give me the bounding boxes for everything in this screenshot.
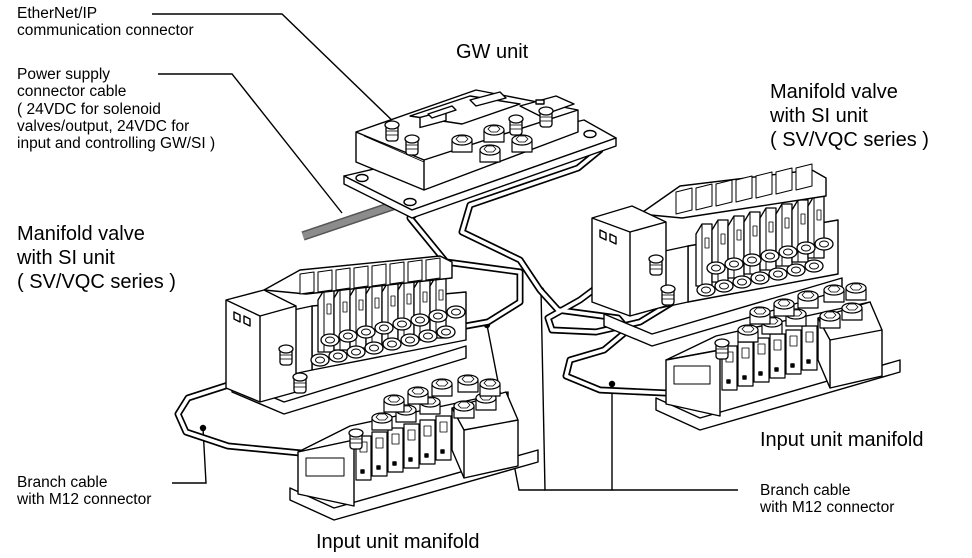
gw-unit-label: GW unit: [456, 41, 529, 63]
left-branch-line-2: with M12 connector: [17, 491, 152, 509]
power-label-line-5: input and controlling GW/SI ): [17, 135, 216, 153]
left-manifold-valve-illustration: [225, 255, 467, 415]
right-manifold-valve-label: Manifold valve with SI unit ( SV/VQC ser…: [770, 80, 929, 152]
right-branch-cable-label: Branch cable with M12 connector: [760, 482, 894, 517]
right-input-unit-manifold-illustration: [655, 282, 901, 431]
left-mv-line-2: with SI unit: [17, 247, 115, 269]
left-branch-cable-label: Branch cable with M12 connector: [17, 474, 151, 509]
bottom-input-manifold-label: Input unit manifold: [316, 531, 480, 553]
left-manifold-valve-label: Manifold valve with SI unit ( SV/VQC ser…: [17, 222, 176, 294]
ethernet-label-line-2: communication connector: [17, 22, 194, 40]
right-branch-line-2: with M12 connector: [760, 499, 895, 517]
power-label-line-1: Power supply: [17, 66, 111, 83]
right-mv-line-3: ( SV/VQC series ): [770, 129, 929, 151]
power-supply-label: Power supply connector cable ( 24VDC for…: [17, 66, 215, 153]
right-mv-line-1: Manifold valve: [770, 81, 898, 103]
right-input-manifold-label: Input unit manifold: [760, 429, 924, 451]
power-label-line-2: connector cable: [17, 83, 127, 101]
left-branch-line-1: Branch cable: [17, 474, 108, 491]
right-branch-line-1: Branch cable: [760, 482, 851, 499]
left-mv-line-3: ( SV/VQC series ): [17, 271, 176, 293]
left-mv-line-1: Manifold valve: [17, 223, 145, 245]
gw-unit-illustration: [343, 89, 617, 219]
bottom-input-unit-manifold-illustration: [289, 374, 539, 521]
ethernet-label-line-1: EtherNet/IP: [17, 5, 98, 22]
ethernet-connector-label: EtherNet/IP communication connector: [17, 5, 194, 40]
power-label-line-3: ( 24VDC for solenoid: [17, 100, 161, 118]
right-mv-line-2: with SI unit: [770, 105, 868, 127]
power-label-line-4: valves/output, 24VDC for: [17, 118, 190, 136]
leader-lines: [152, 13, 738, 491]
right-manifold-valve-illustration: [591, 163, 843, 347]
